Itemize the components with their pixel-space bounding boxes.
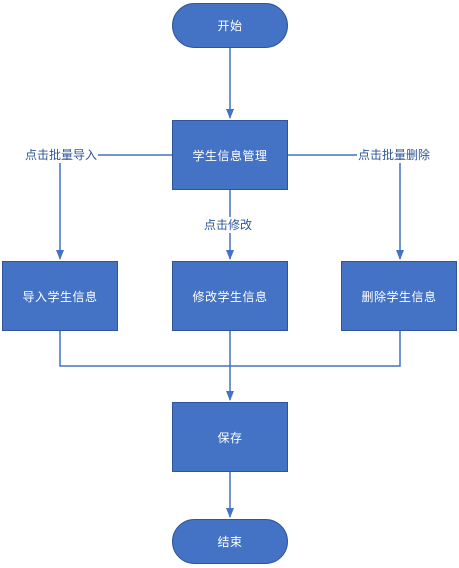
arrow-manage-to-import [56, 154, 172, 260]
save-node: 保存 [172, 402, 288, 472]
end-node: 结束 [172, 519, 288, 564]
label-import: 点击批量导入 [24, 147, 99, 163]
start-node: 开始 [172, 3, 288, 48]
line-import-to-merge [59, 331, 230, 367]
line-delete-to-merge [230, 331, 401, 367]
label-modify: 点击修改 [203, 217, 254, 233]
arrow-manage-to-delete [288, 154, 404, 260]
modify-node: 修改学生信息 [172, 261, 288, 331]
import-node: 导入学生信息 [2, 261, 118, 331]
label-delete: 点击批量删除 [357, 147, 432, 163]
delete-node: 删除学生信息 [341, 261, 457, 331]
manage-node: 学生信息管理 [172, 120, 288, 190]
